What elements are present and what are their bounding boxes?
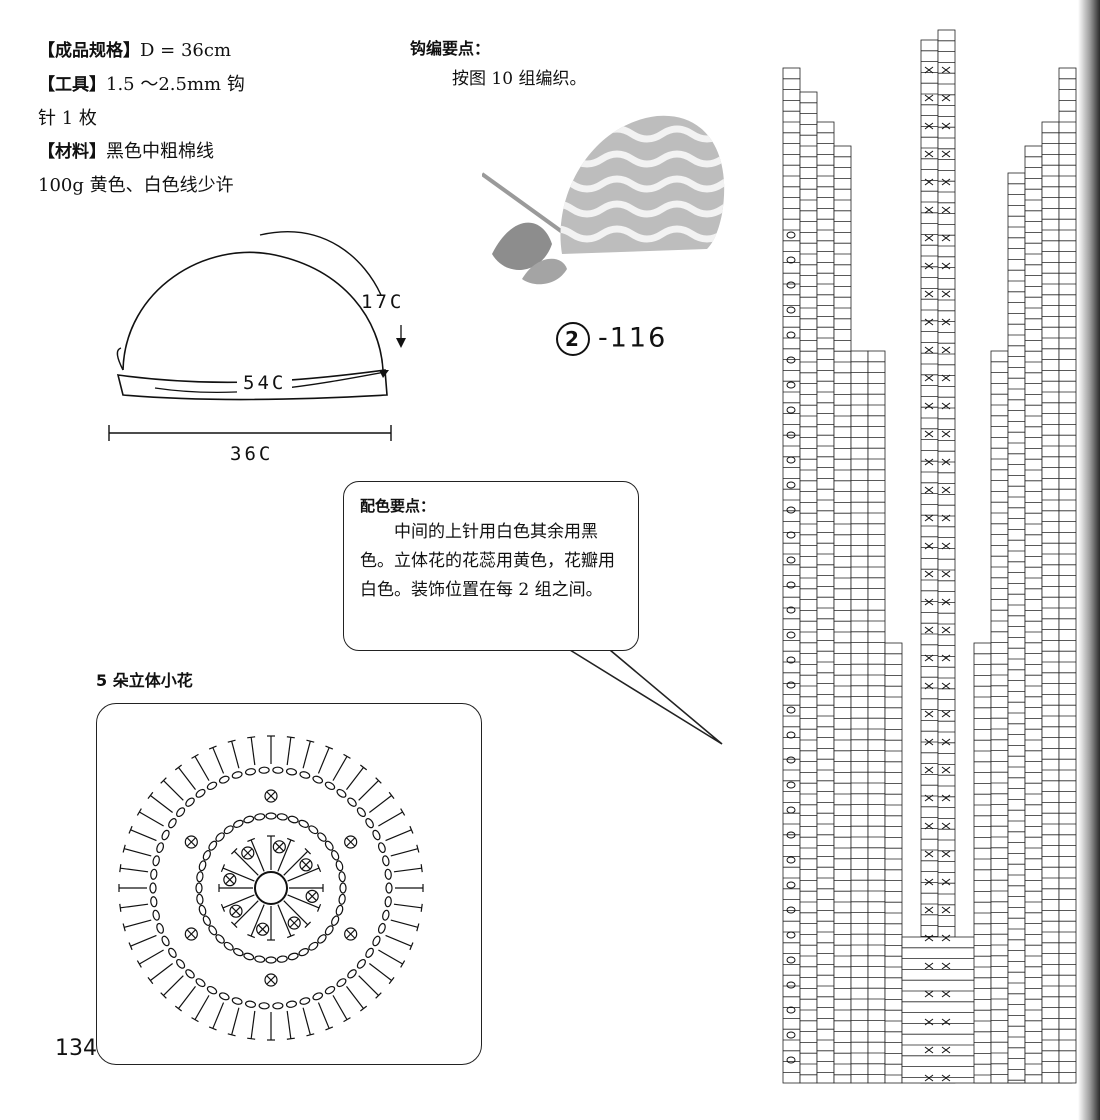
spec-block: 【成品规格】D = 36cm 【工具】1.5 ～2.5mm 钩 针 1 枚 【材…: [38, 34, 245, 202]
arrow-right-icon: [379, 370, 389, 378]
crochet-points-heading: 钩编要点：: [410, 39, 491, 58]
spec-size: 【成品规格】D = 36cm: [38, 34, 245, 68]
chart-symbols: [786, 66, 951, 1082]
page-number: 134: [55, 1036, 97, 1061]
leaf-decoration: [482, 172, 574, 285]
spec-material: 【材料】黑色中粗棉线: [38, 135, 245, 169]
spec-tool-cont: 针 1 枚: [38, 108, 97, 129]
hat-side-label: 17C: [361, 291, 405, 313]
spec-material-label: 【材料】: [38, 142, 106, 162]
flower-title: 5 朵立体小花: [96, 671, 193, 690]
bubble-tail: [569, 649, 723, 745]
arrow-down-icon: [396, 338, 406, 348]
flower-symbols: [118, 735, 424, 1041]
crochet-points: 钩编要点： 按图 10 组编织。: [410, 34, 586, 94]
chart-grid: [782, 29, 1077, 1084]
spec-tool: 【工具】1.5 ～2.5mm 钩: [38, 68, 245, 102]
book-gutter-shadow: [1078, 0, 1100, 1120]
spec-material-cont: 100g 黄色、白色线少许: [38, 175, 234, 196]
color-points-bubble: 配色要点： 中间的上针用白色其余用黑色。立体花的花蕊用黄色，花瓣用白色。装饰位置…: [343, 481, 639, 651]
side-arc: [259, 231, 382, 296]
spec-size-label: 【成品规格】: [38, 41, 140, 61]
knitting-chart: [782, 29, 1077, 1084]
diagram-code-number: 2: [556, 322, 590, 356]
color-points-text: 中间的上针用白色其余用黑色。立体花的花蕊用黄色，花瓣用白色。装饰位置在每 2 组…: [360, 522, 615, 600]
hat-width-label: 36C: [230, 443, 274, 465]
hat-photo-body: [560, 115, 725, 254]
color-points-heading: 配色要点：: [360, 497, 436, 515]
spec-tool-value: 1.5 ～2.5mm 钩: [106, 74, 245, 95]
spec-tool-label: 【工具】: [38, 75, 106, 95]
diagram-code-suffix: -116: [598, 322, 668, 354]
hat-circumference-label: 54C: [237, 372, 293, 394]
hat-photo: [482, 115, 725, 285]
flower-chart: [118, 735, 424, 1041]
flower-diagram-box: [96, 703, 482, 1065]
hat-schematic: [108, 231, 406, 441]
diagram-code: 2-116: [556, 322, 667, 356]
spec-size-value: D = 36cm: [140, 40, 232, 61]
crochet-points-text: 按图 10 组编织。: [452, 69, 587, 89]
spec-material-value: 黑色中粗棉线: [106, 141, 214, 162]
